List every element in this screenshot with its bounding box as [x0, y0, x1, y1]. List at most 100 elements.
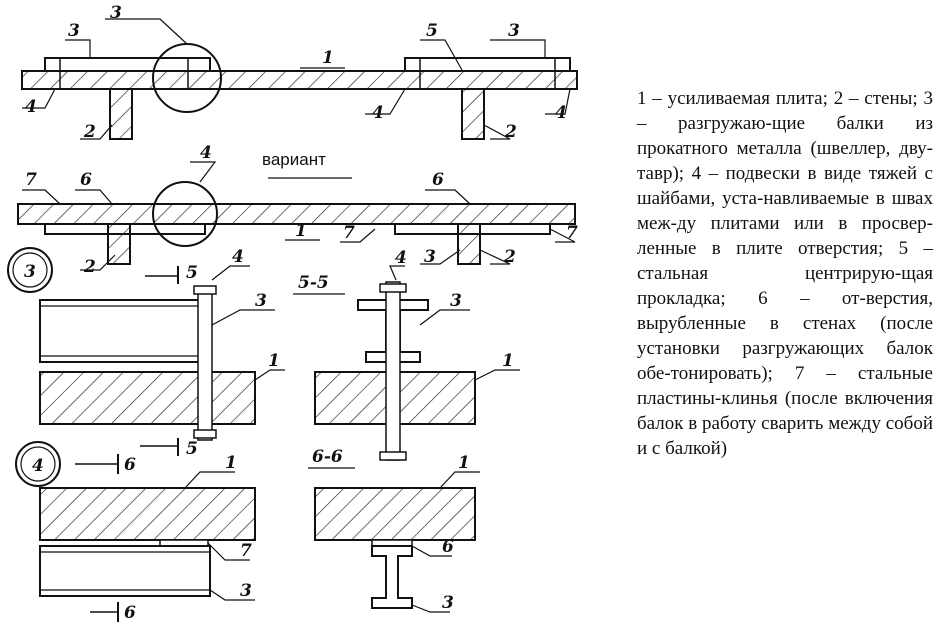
wall — [107, 223, 131, 265]
callout-4: 4 — [555, 103, 567, 123]
leader-line — [211, 265, 250, 281]
callout-5: 5 — [426, 21, 438, 41]
callout-6: 6 — [432, 170, 444, 190]
callout-3: 3 — [508, 21, 520, 41]
leader-line — [439, 471, 480, 489]
callout-4: 4 — [200, 143, 212, 163]
detail-3-marker — [7, 247, 53, 293]
callout-3: 3 — [424, 247, 436, 267]
leader-line — [365, 88, 406, 115]
callout-3: 3 — [255, 291, 267, 311]
slab — [21, 70, 578, 90]
hanger-rod — [197, 289, 213, 441]
washer — [379, 283, 407, 293]
slab — [39, 487, 256, 541]
detail-3-view: 3 5 4 3 1 5 — [7, 247, 285, 459]
unloading-beam — [404, 57, 571, 72]
unloading-beam — [44, 57, 211, 72]
callout-1: 1 — [268, 351, 280, 371]
callout-1: 1 — [225, 453, 237, 473]
detail-4-marker — [15, 441, 61, 487]
variant-label: вариант — [262, 150, 326, 169]
callout-4: 4 — [372, 103, 384, 123]
callout-1: 1 — [502, 351, 514, 371]
callout-7: 7 — [566, 223, 578, 243]
callout-4: 4 — [395, 248, 407, 268]
leader-line — [419, 309, 470, 326]
washer — [379, 451, 407, 461]
leader-line — [211, 309, 275, 326]
top-view: 3 3 1 5 3 4 4 4 2 2 — [21, 3, 578, 142]
callout-6: 6 — [442, 537, 454, 557]
leader-line — [411, 604, 450, 613]
leader-line — [254, 369, 285, 381]
callout-7: 7 — [240, 541, 252, 561]
callout-3: 3 — [442, 593, 454, 613]
callout-2: 2 — [83, 122, 96, 142]
callout-6: 6 — [80, 170, 92, 190]
leader-line — [479, 249, 511, 265]
leader-line — [549, 228, 576, 243]
callout-2: 2 — [83, 257, 96, 277]
slab — [17, 203, 576, 225]
callout-5: 5 — [186, 439, 198, 459]
callout-4: 4 — [232, 247, 244, 267]
leader-line — [80, 124, 113, 140]
leader-line — [474, 369, 520, 381]
callout-4: 4 — [25, 97, 37, 117]
callout-2: 2 — [504, 122, 517, 142]
wall — [109, 88, 133, 140]
wall — [457, 223, 481, 265]
section-5-title: 5-5 — [298, 273, 329, 293]
leader-line — [420, 39, 463, 71]
callout-2: 2 — [503, 247, 516, 267]
channel-beam — [39, 545, 211, 597]
washer — [193, 429, 217, 439]
leader-line — [420, 249, 461, 265]
leader-line — [65, 39, 91, 58]
leader-line — [207, 542, 250, 561]
leader-line — [389, 265, 405, 281]
leader-line — [22, 189, 61, 205]
washer — [193, 285, 217, 295]
detail-4-circle — [152, 181, 218, 247]
callout-3: 3 — [110, 3, 122, 23]
leader-line — [483, 124, 511, 140]
detail-4-number: 4 — [32, 456, 44, 476]
leader-line — [490, 39, 546, 58]
detail-4-view: 4 6 1 7 3 6 — [15, 441, 256, 623]
leader-line — [190, 161, 217, 183]
callout-1: 1 — [295, 221, 307, 241]
slab — [314, 487, 476, 541]
leader-line — [425, 189, 471, 205]
leader-line — [80, 254, 116, 271]
variant-view: вариант 7 6 4 6 1 7 7 2 3 2 — [17, 143, 578, 277]
callout-3: 3 — [450, 291, 462, 311]
callout-3: 3 — [240, 581, 252, 601]
section-5-view: 5-5 4 3 1 — [293, 248, 520, 461]
channel-beam — [39, 299, 211, 363]
slab — [39, 371, 256, 425]
wall — [461, 88, 485, 140]
construction-drawing: 3 3 1 5 3 4 4 4 2 2 вариант 7 6 4 6 1 7 — [7, 3, 578, 623]
detail-3-number: 3 — [24, 262, 36, 282]
leader-line — [545, 88, 571, 115]
leader-line — [340, 228, 376, 243]
leader-line — [411, 545, 452, 557]
callout-7: 7 — [343, 223, 355, 243]
leader-line — [105, 18, 188, 45]
callout-1: 1 — [458, 453, 470, 473]
hanger-rod — [385, 281, 401, 461]
callout-7: 7 — [25, 170, 37, 190]
leader-line — [184, 471, 235, 489]
leader-line — [75, 189, 113, 205]
leader-line — [22, 88, 56, 109]
section-6-title: 6-6 — [312, 447, 343, 467]
legend-text: 1 – усиливаемая плита; 2 – стены; 3 – ра… — [637, 88, 933, 459]
leader-line — [209, 589, 255, 601]
i-beam-section — [371, 545, 413, 609]
detail-3-marker-inner — [12, 252, 48, 288]
callout-6: 6 — [124, 455, 136, 475]
callout-3: 3 — [68, 21, 80, 41]
section-6-view: 6-6 1 6 3 — [308, 447, 480, 613]
